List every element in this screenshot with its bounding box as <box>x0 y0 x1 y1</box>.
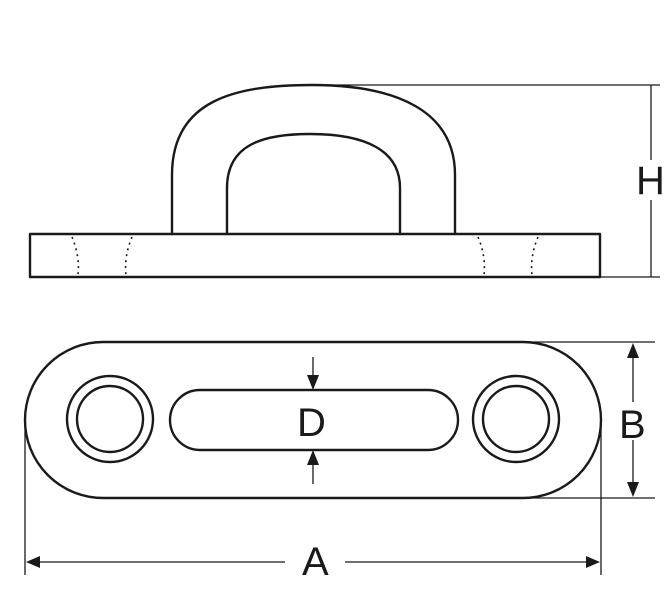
bolt-hole-left-inner <box>75 384 145 454</box>
label-d: D <box>297 401 326 445</box>
base-plate <box>28 232 602 279</box>
bolt-hole-left-outer <box>65 374 155 464</box>
a-arrow-right <box>586 556 600 568</box>
b-arrow-top <box>627 343 639 358</box>
hidden-hole-left <box>71 236 133 276</box>
b-arrow-bottom <box>627 482 639 497</box>
a-arrow-left <box>26 556 40 568</box>
d-arrow-top-head <box>307 375 319 390</box>
center-slot <box>168 388 460 452</box>
bolt-hole-right-outer <box>471 374 561 464</box>
bolt-hole-right-inner <box>481 384 551 454</box>
label-h: H <box>636 159 665 203</box>
eye-loop-inner <box>225 132 402 236</box>
label-a: A <box>302 540 329 584</box>
top-view: D B A <box>23 340 655 584</box>
d-arrow-bottom-head <box>307 450 319 465</box>
label-b: B <box>619 403 646 447</box>
side-view: H <box>28 83 665 279</box>
eye-loop-outer <box>170 83 457 236</box>
hidden-hole-right <box>477 236 539 276</box>
